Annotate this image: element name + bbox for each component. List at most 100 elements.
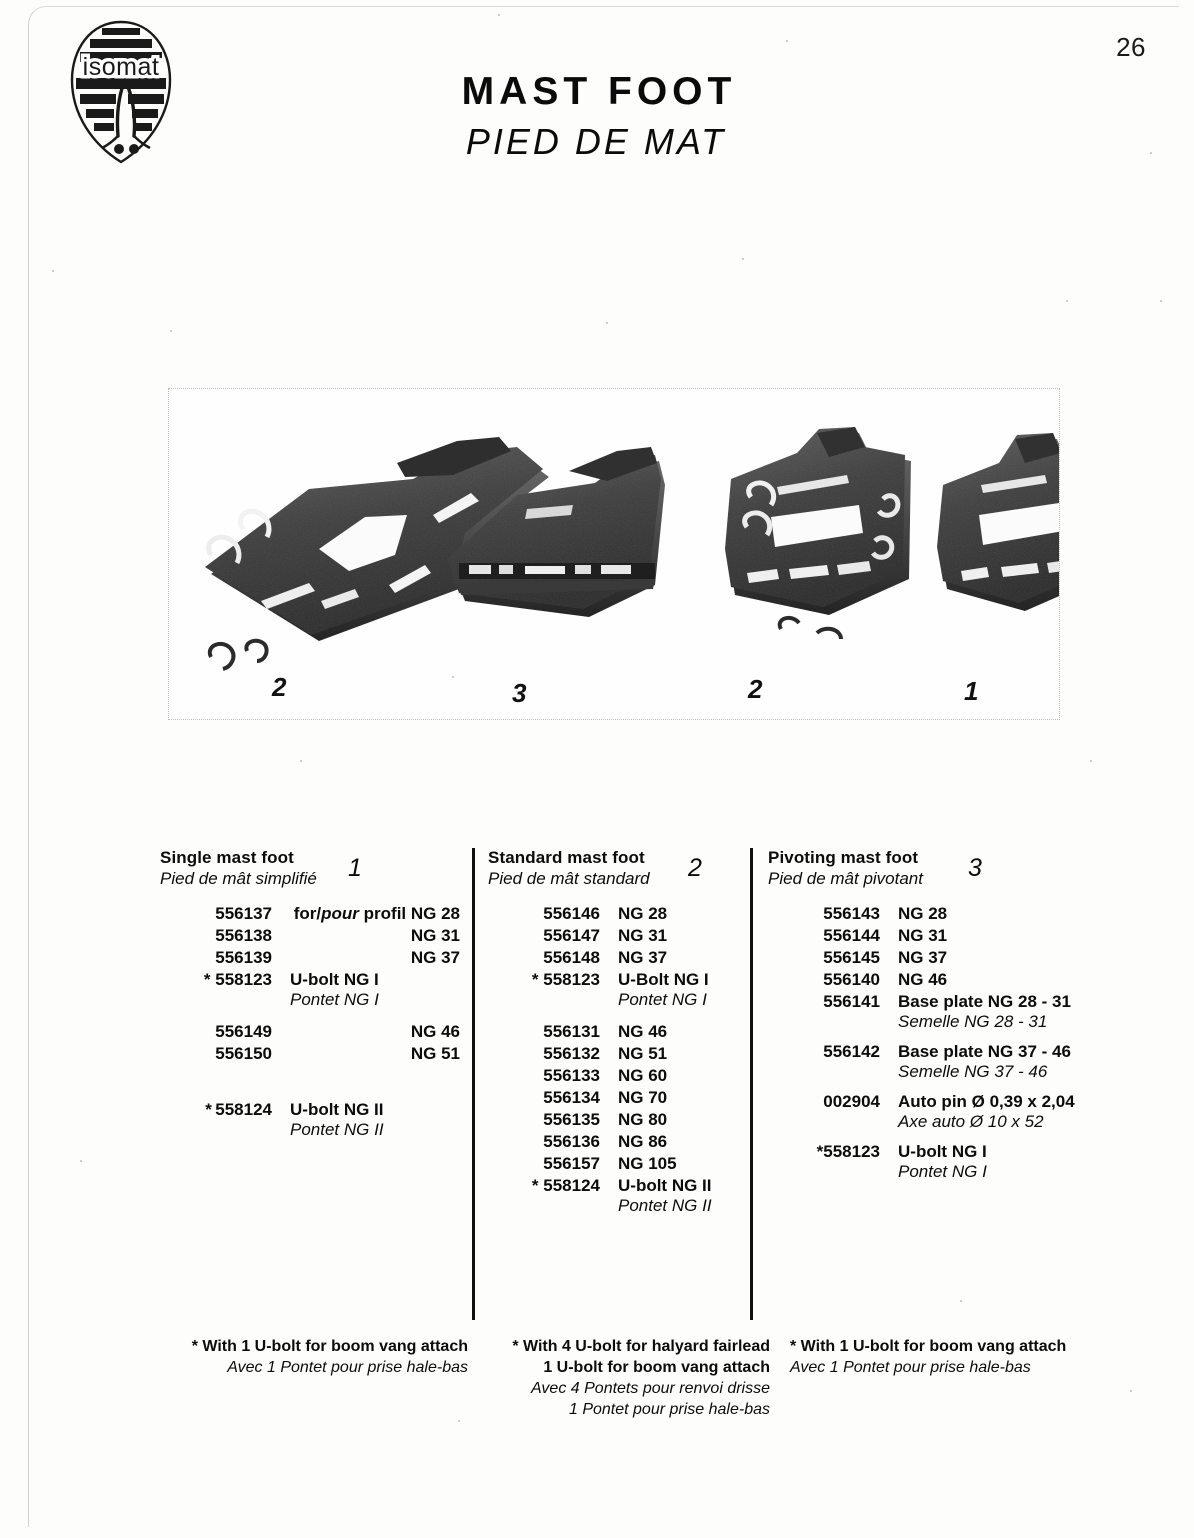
footnote-line-french: 1 Pontet pour prise hale-bas	[568, 1401, 770, 1419]
title-english: MAST FOOT	[461, 70, 737, 113]
scan-speck	[300, 760, 302, 762]
part-description: NG 28	[880, 904, 1098, 924]
part-description-french: Semelle NG 28 - 31	[898, 1012, 1048, 1031]
part-description-french: Pontet NG II	[290, 1120, 384, 1139]
part-reference: 556131	[543, 1022, 600, 1041]
footnote-line-english: 1 U-bolt for boom vang attach	[543, 1359, 770, 1377]
part-reference: * 558123	[531, 970, 600, 989]
column-index-number: 2	[688, 854, 702, 882]
footnote-line-english: * With 1 U-bolt for boom vang attach	[191, 1338, 468, 1355]
part-reference: 556157	[543, 1154, 600, 1173]
part-description-english: NG 46	[618, 1022, 668, 1041]
footnote-line-french: Avec 4 Pontets pour renvoi drisse	[531, 1380, 770, 1398]
part-description: NG 46	[600, 1022, 738, 1042]
part-description: NG 37	[600, 948, 738, 968]
part-reference: 556143	[823, 904, 880, 923]
part-description-english: NG 86	[618, 1132, 668, 1151]
svg-text:isomat: isomat	[83, 53, 160, 81]
part-description: NG 28	[600, 904, 738, 924]
column-title-english: Pivoting mast foot	[768, 848, 919, 867]
scan-speck	[498, 14, 500, 16]
column-title-french: Pied de mât pivotant	[768, 869, 923, 888]
part-description: NG 31	[600, 926, 738, 946]
part-description-english: U-bolt NG II	[290, 1100, 384, 1119]
page-number: 26	[1116, 32, 1146, 62]
logo-wordmark: isomat	[83, 53, 160, 81]
isomat-logo: isomat isomat	[62, 18, 180, 170]
part-description: NG 46	[272, 1022, 460, 1042]
part-reference: 556149	[215, 1022, 272, 1041]
part-reference: 556147	[543, 926, 600, 945]
footnote-standard: * With 4 U-bolt for halyard fairlead 1 U-…	[478, 1336, 770, 1420]
part-description-english: U-bolt NG II	[618, 1176, 712, 1195]
scan-speck	[960, 1300, 962, 1302]
part-reference: *558123	[816, 1142, 880, 1161]
part-reference: 556145	[823, 948, 880, 967]
table-row: 556144 NG 31	[768, 926, 1098, 946]
part-reference: * 558124	[531, 1176, 600, 1195]
part-description-english: U-bolt NG I	[898, 1142, 987, 1161]
part-description-french: Pontet NG I	[290, 990, 379, 1009]
scan-speck	[606, 322, 608, 324]
part-reference: 556139	[215, 948, 272, 967]
part-description-english: Auto pin Ø 0,39 x 2,04	[898, 1092, 1075, 1111]
scan-speck	[786, 40, 788, 42]
footnote-line-english: * With 4 U-bolt for halyard fairlead	[512, 1338, 770, 1355]
part-description-english: NG 31	[898, 926, 948, 945]
part-description-french: Pontet NG II	[618, 1196, 712, 1215]
column-title-english: Single mast foot	[160, 848, 294, 867]
part-description-english: NG 80	[618, 1110, 668, 1129]
part-description: NG 51	[272, 1044, 460, 1064]
part-reference: 556144	[823, 926, 880, 945]
part-description: for/pour profil NG 28	[272, 904, 460, 924]
footnote-line-french: Avec 1 Pontet pour prise hale-bas	[227, 1359, 468, 1377]
part-reference: 556141	[823, 992, 880, 1011]
part-description: NG 46	[880, 970, 1098, 990]
photo-caption: 1	[964, 676, 979, 706]
column-index-number: 3	[968, 854, 982, 882]
part-reference: 556140	[823, 970, 880, 989]
part-description: NG 37	[880, 948, 1098, 968]
column-divider-2	[750, 848, 753, 1320]
photo-caption: 2	[748, 674, 763, 704]
scan-speck	[1160, 300, 1162, 302]
part-description-english: NG 46	[898, 970, 948, 989]
scan-speck	[52, 270, 54, 272]
scan-speck	[1130, 1390, 1132, 1392]
part-description-english: Base plate NG 37 - 46	[898, 1042, 1071, 1061]
part-description-french: Pontet NG I	[618, 990, 707, 1009]
part-description-english: NG 70	[618, 1088, 668, 1107]
part-description-english: for/pour profil NG 28	[293, 904, 460, 923]
part-description: NG 60	[600, 1066, 738, 1086]
part-description-english: U-bolt NG I	[290, 970, 379, 989]
column-title-french: Pied de mât standard	[488, 869, 650, 888]
part-description: NG 31	[880, 926, 1098, 946]
column-title-english: Standard mast foot	[488, 848, 645, 867]
